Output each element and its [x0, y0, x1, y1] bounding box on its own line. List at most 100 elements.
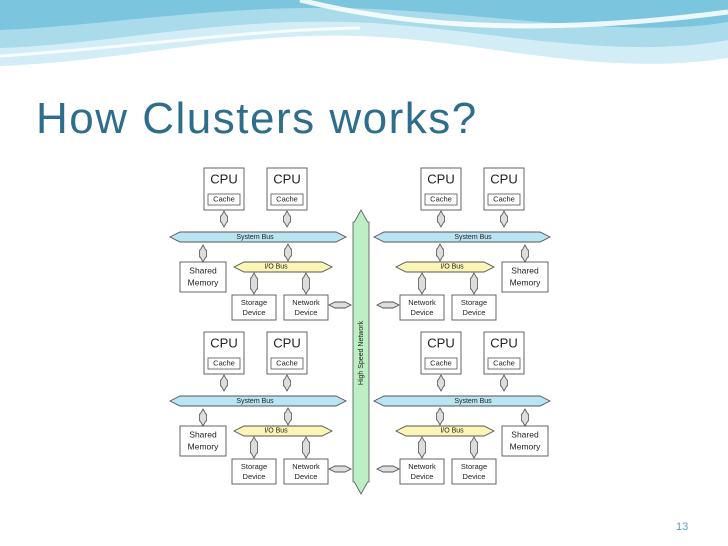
system-bus-label: System Bus — [454, 398, 492, 405]
cpu-label: CPU — [210, 335, 237, 350]
storage-device-box — [231, 458, 277, 485]
network-device-connector — [418, 272, 426, 295]
cpu-bus-connector — [283, 374, 291, 392]
high-speed-network: High Speed Network — [352, 209, 370, 495]
cpu-bus-connector — [220, 210, 228, 228]
cache-box — [207, 357, 241, 370]
storage-device-label: Storage — [461, 298, 487, 307]
network-device-label: Network — [408, 462, 436, 471]
io-bus-label: I/O Bus — [264, 427, 288, 434]
storage-connector — [470, 272, 478, 295]
system-bus-arrow — [168, 231, 348, 243]
io-bus-label: I/O Bus — [440, 427, 464, 434]
cache-box — [270, 357, 304, 370]
cpu-bus-connector — [437, 374, 445, 392]
system-bus-arrow — [372, 395, 552, 407]
shared-memory-label: Shared — [511, 265, 539, 275]
network-label: High Speed Network — [358, 320, 365, 385]
cache-box — [487, 357, 521, 370]
cache-label: Cache — [430, 358, 452, 367]
shared-memory-box — [179, 425, 227, 457]
storage-connector — [470, 436, 478, 459]
storage-device-label: Device — [463, 472, 486, 481]
shared-memory-box — [179, 261, 227, 293]
system-bus-label: System Bus — [236, 398, 274, 405]
cpu-bus-connector — [437, 210, 445, 228]
storage-device-label: Storage — [241, 298, 267, 307]
memory-connector — [521, 244, 529, 263]
trunk-link-arrow — [375, 301, 401, 309]
cpu-bus-connector — [283, 210, 291, 228]
cluster-architecture-diagram: High Speed NetworkCPUCacheCPUCacheSystem… — [168, 167, 552, 495]
storage-device-label: Device — [463, 308, 486, 317]
cpu-bus-connector — [500, 374, 508, 392]
io-bus-label: I/O Bus — [264, 263, 288, 270]
network-device-box — [283, 294, 329, 321]
memory-connector — [199, 408, 207, 427]
system-bus-arrow — [168, 395, 348, 407]
io-bridge-connector — [436, 243, 444, 262]
trunk-link-arrow — [327, 465, 353, 473]
trunk-link-arrow — [327, 301, 353, 309]
network-device-label: Device — [295, 308, 318, 317]
cache-label: Cache — [493, 194, 515, 203]
storage-device-label: Device — [243, 308, 266, 317]
io-bus-label: I/O Bus — [440, 263, 464, 270]
cpu-label: CPU — [490, 335, 517, 350]
cache-box — [270, 193, 304, 206]
storage-device-box — [451, 458, 497, 485]
shared-memory-label: Shared — [189, 265, 217, 275]
io-bridge-connector — [284, 407, 292, 426]
slide-title: How Clusters works? — [36, 94, 478, 143]
cpu-label: CPU — [427, 171, 454, 186]
storage-device-box — [231, 294, 277, 321]
shared-memory-label: Memory — [510, 441, 541, 451]
cpu-label: CPU — [273, 171, 300, 186]
shared-memory-label: Memory — [188, 441, 219, 451]
network-device-label: Device — [411, 472, 434, 481]
cache-label: Cache — [493, 358, 515, 367]
system-bus-arrow — [372, 231, 552, 243]
shared-memory-label: Shared — [189, 429, 217, 439]
network-trunk-arrow — [352, 209, 370, 495]
cpu-bus-connector — [220, 374, 228, 392]
shared-memory-label: Shared — [511, 429, 539, 439]
cpu-label: CPU — [490, 171, 517, 186]
system-bus-label: System Bus — [454, 234, 492, 241]
cpu-label: CPU — [427, 335, 454, 350]
storage-device-box — [451, 294, 497, 321]
cpu-label: CPU — [210, 171, 237, 186]
cache-label: Cache — [213, 194, 235, 203]
network-device-label: Network — [292, 462, 320, 471]
shared-memory-label: Memory — [188, 277, 219, 287]
system-bus-label: System Bus — [236, 234, 274, 241]
shared-memory-box — [501, 261, 549, 293]
trunk-link-arrow — [375, 465, 401, 473]
cache-label: Cache — [430, 194, 452, 203]
network-device-label: Device — [411, 308, 434, 317]
cache-box — [424, 193, 458, 206]
network-device-label: Network — [292, 298, 320, 307]
shared-memory-box — [501, 425, 549, 457]
network-device-connector — [418, 436, 426, 459]
io-bus-arrow — [394, 261, 496, 273]
cpu-label: CPU — [273, 335, 300, 350]
cache-label: Cache — [213, 358, 235, 367]
memory-connector — [521, 408, 529, 427]
io-bus-arrow — [394, 425, 496, 437]
io-bus-arrow — [232, 425, 334, 437]
network-device-box — [399, 458, 445, 485]
cache-box — [424, 357, 458, 370]
storage-connector — [250, 272, 258, 295]
storage-connector — [250, 436, 258, 459]
cache-label: Cache — [276, 358, 298, 367]
network-device-connector — [302, 272, 310, 295]
io-bridge-connector — [436, 407, 444, 426]
network-device-label: Network — [408, 298, 436, 307]
network-device-box — [283, 458, 329, 485]
memory-connector — [199, 244, 207, 263]
